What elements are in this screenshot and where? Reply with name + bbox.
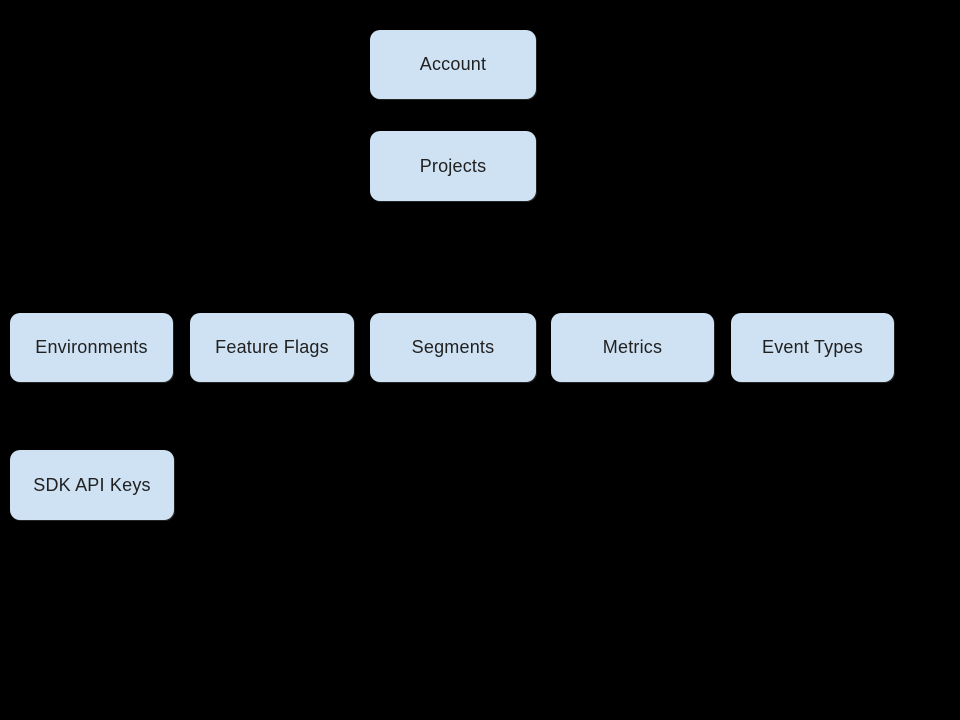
node-sdk-api-keys: SDK API Keys (10, 450, 174, 520)
node-event-types-label: Event Types (762, 337, 863, 357)
node-account: Account (370, 30, 536, 99)
node-feature-flags: Feature Flags (190, 313, 354, 382)
node-segments: Segments (370, 313, 536, 382)
node-metrics-label: Metrics (602, 337, 663, 357)
node-account-label: Account (419, 54, 487, 74)
node-projects-label: Projects (419, 155, 487, 176)
node-projects: Projects (370, 131, 536, 201)
node-sdk-api-keys-label: SDK API Keys (33, 474, 151, 495)
node-environments: Environments (10, 313, 173, 382)
node-segments-label: Segments (411, 337, 495, 357)
node-environments-label: Environments (35, 337, 148, 357)
node-feature-flags-label: Feature Flags (215, 337, 329, 357)
node-metrics: Metrics (551, 313, 714, 382)
node-event-types: Event Types (731, 313, 894, 382)
